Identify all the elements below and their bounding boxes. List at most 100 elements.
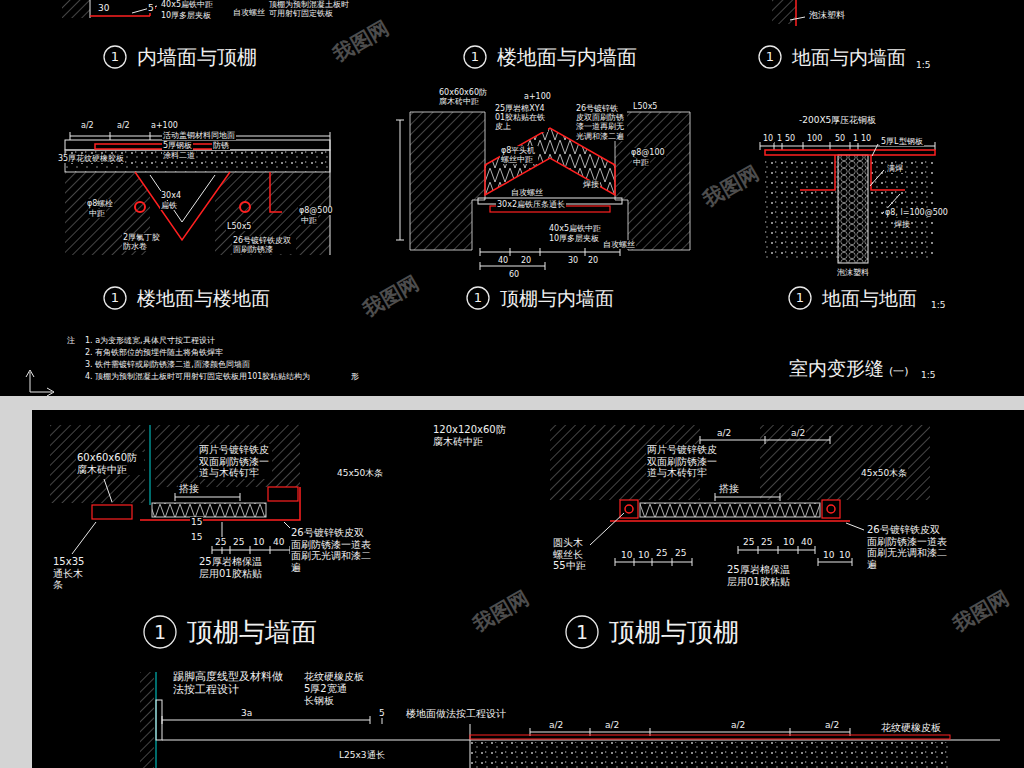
wall-hatch (62, 0, 796, 24)
dimension-text: 5 (378, 708, 386, 718)
copper-plate (800, 189, 905, 191)
callout-number: 1 (463, 45, 487, 69)
annotation-text: φ8@500 (298, 206, 334, 215)
galvanized-sheet (610, 520, 850, 522)
ceiling-hatch (50, 425, 930, 503)
wall-hatch (410, 112, 485, 250)
leader-line (104, 479, 112, 502)
skirting (162, 740, 1000, 741)
callout-number: 1 (103, 286, 127, 310)
dimension-line (175, 436, 852, 566)
galvanized-sheet (827, 505, 835, 513)
dimension-line (396, 120, 404, 240)
callout-number: 1 (788, 286, 812, 310)
annotation-text: 泡沫塑料 (808, 10, 846, 20)
dimension-text: 20 (587, 256, 599, 265)
dimension-text: 10 (822, 550, 835, 560)
dimension-text: 25 (214, 537, 227, 547)
joint-cover (95, 144, 220, 149)
annotation-text: (一) (888, 366, 910, 379)
annotation-text: 搭接 (178, 483, 200, 495)
detail-title: 地面与地面 (822, 288, 917, 309)
circle-outline (144, 616, 176, 648)
annotation-text: 25厚岩棉XY401胶粘贴在铁皮上 (494, 104, 548, 132)
dimension-text: a/2 (80, 121, 95, 130)
structure-hatch (65, 172, 330, 255)
annotation-text: 5厚2宽通长钢板 (303, 683, 353, 706)
annotation-text: 5厚钢板 (162, 141, 193, 150)
annotation-text: 涂料二道 (162, 151, 196, 160)
note-text: 注 (66, 336, 76, 345)
dimension-text: a/2 (548, 720, 564, 730)
section-lines (795, 0, 797, 26)
watermark: 我图网 (948, 586, 1013, 637)
annotation-text: 25厚岩棉保温层用01胶粘贴 (726, 564, 800, 587)
plywood-plate (478, 198, 622, 212)
circle-outline (104, 46, 126, 68)
dimension-text: 15 (190, 517, 203, 527)
concrete-floor (838, 155, 868, 263)
wall-hatch (62, 0, 90, 18)
ucs-icon (26, 370, 54, 396)
rock-wool-insulation (152, 503, 266, 517)
detail-title: 地面与内墙面 (792, 47, 906, 68)
galvanized-sheet (625, 505, 633, 513)
annotation-text: 中距 (632, 158, 650, 167)
dimension-text: 40 (800, 537, 813, 547)
wood-strip (822, 500, 840, 518)
ceiling-hatch (155, 425, 300, 487)
dimension-text: 1 (776, 134, 783, 143)
annotation-text: 15x35通长木条 (52, 556, 90, 591)
section-lines (90, 0, 796, 26)
dimension-text: a+100 (150, 121, 179, 130)
detail-title: 顶棚与顶棚 (609, 618, 739, 647)
annotation-text: 30x2扁铁压条通长 (496, 200, 566, 209)
dimension-text: 1:5 (915, 60, 931, 70)
annotation-text: 45x50木条 (860, 468, 908, 478)
waterproof-layer (150, 140, 330, 255)
annotation-text: 自攻螺丝 (232, 8, 266, 17)
callout-number: 1 (466, 286, 490, 310)
annotation-text: 26号镀锌铁皮双面刷防锈漆一道表面刷无光调和漆二遍 (290, 527, 372, 573)
annotation-text: 35厚花纹硬橡胶板 (57, 154, 125, 163)
annotation-text: 25厚岩棉保温层用01胶粘贴 (198, 556, 272, 579)
annotation-text: L25x3通长 (338, 750, 386, 760)
circle-outline (104, 287, 126, 309)
rubber-plate (470, 735, 950, 739)
annotation-text: 花纹硬橡皮板 (880, 722, 942, 734)
annotation-text: 活动盖铜材料同地面 (162, 131, 236, 140)
wall-hatch (772, 0, 796, 24)
dimension-text: 25 (760, 537, 773, 547)
wall-hatch (140, 672, 154, 768)
annotation-text: 5厚L型钢板 (880, 137, 924, 146)
watermark: 我图网 (328, 16, 393, 67)
annotation-text: 焊接 (582, 180, 600, 189)
annotation-text: 自攻螺丝 (510, 188, 544, 197)
rubber-plate (470, 742, 950, 768)
wall-face-line (150, 425, 151, 505)
detail-callout: 1楼地面与楼地面 (103, 286, 127, 310)
waterproof-layer (150, 175, 215, 222)
note-text: 1. a为变形缝宽,具体尺寸按工程设计 (84, 336, 216, 345)
dimension-text: a/2 (824, 720, 840, 730)
dimension-text: 1:5 (930, 300, 946, 310)
detail-callout: 1顶棚与内墙面 (466, 286, 490, 310)
dimension-line (70, 132, 330, 140)
callout-number: 1 (103, 45, 127, 69)
annotation-text: 40x5扁铁中距 (548, 224, 602, 233)
annotation-text: φ8, l=100@500 (884, 208, 949, 217)
dimension-line (480, 262, 545, 270)
galvanized-sheet (140, 487, 300, 520)
dimension-line (70, 132, 330, 140)
dimension-text: 15 (190, 532, 203, 542)
note-text: 形 (350, 372, 360, 381)
leader-line (132, 6, 805, 20)
detail-callout: 1地面与内墙面 (758, 45, 782, 69)
detail-callout: 1顶棚与顶棚 (565, 615, 599, 649)
leader-line (72, 479, 864, 554)
detail-callout: 1内墙面与顶棚 (103, 45, 127, 69)
dimension-text: 30 (97, 3, 110, 13)
rubber-plate (470, 735, 950, 768)
annotation-text: 60x60x60防腐木砖中距 (438, 88, 492, 106)
